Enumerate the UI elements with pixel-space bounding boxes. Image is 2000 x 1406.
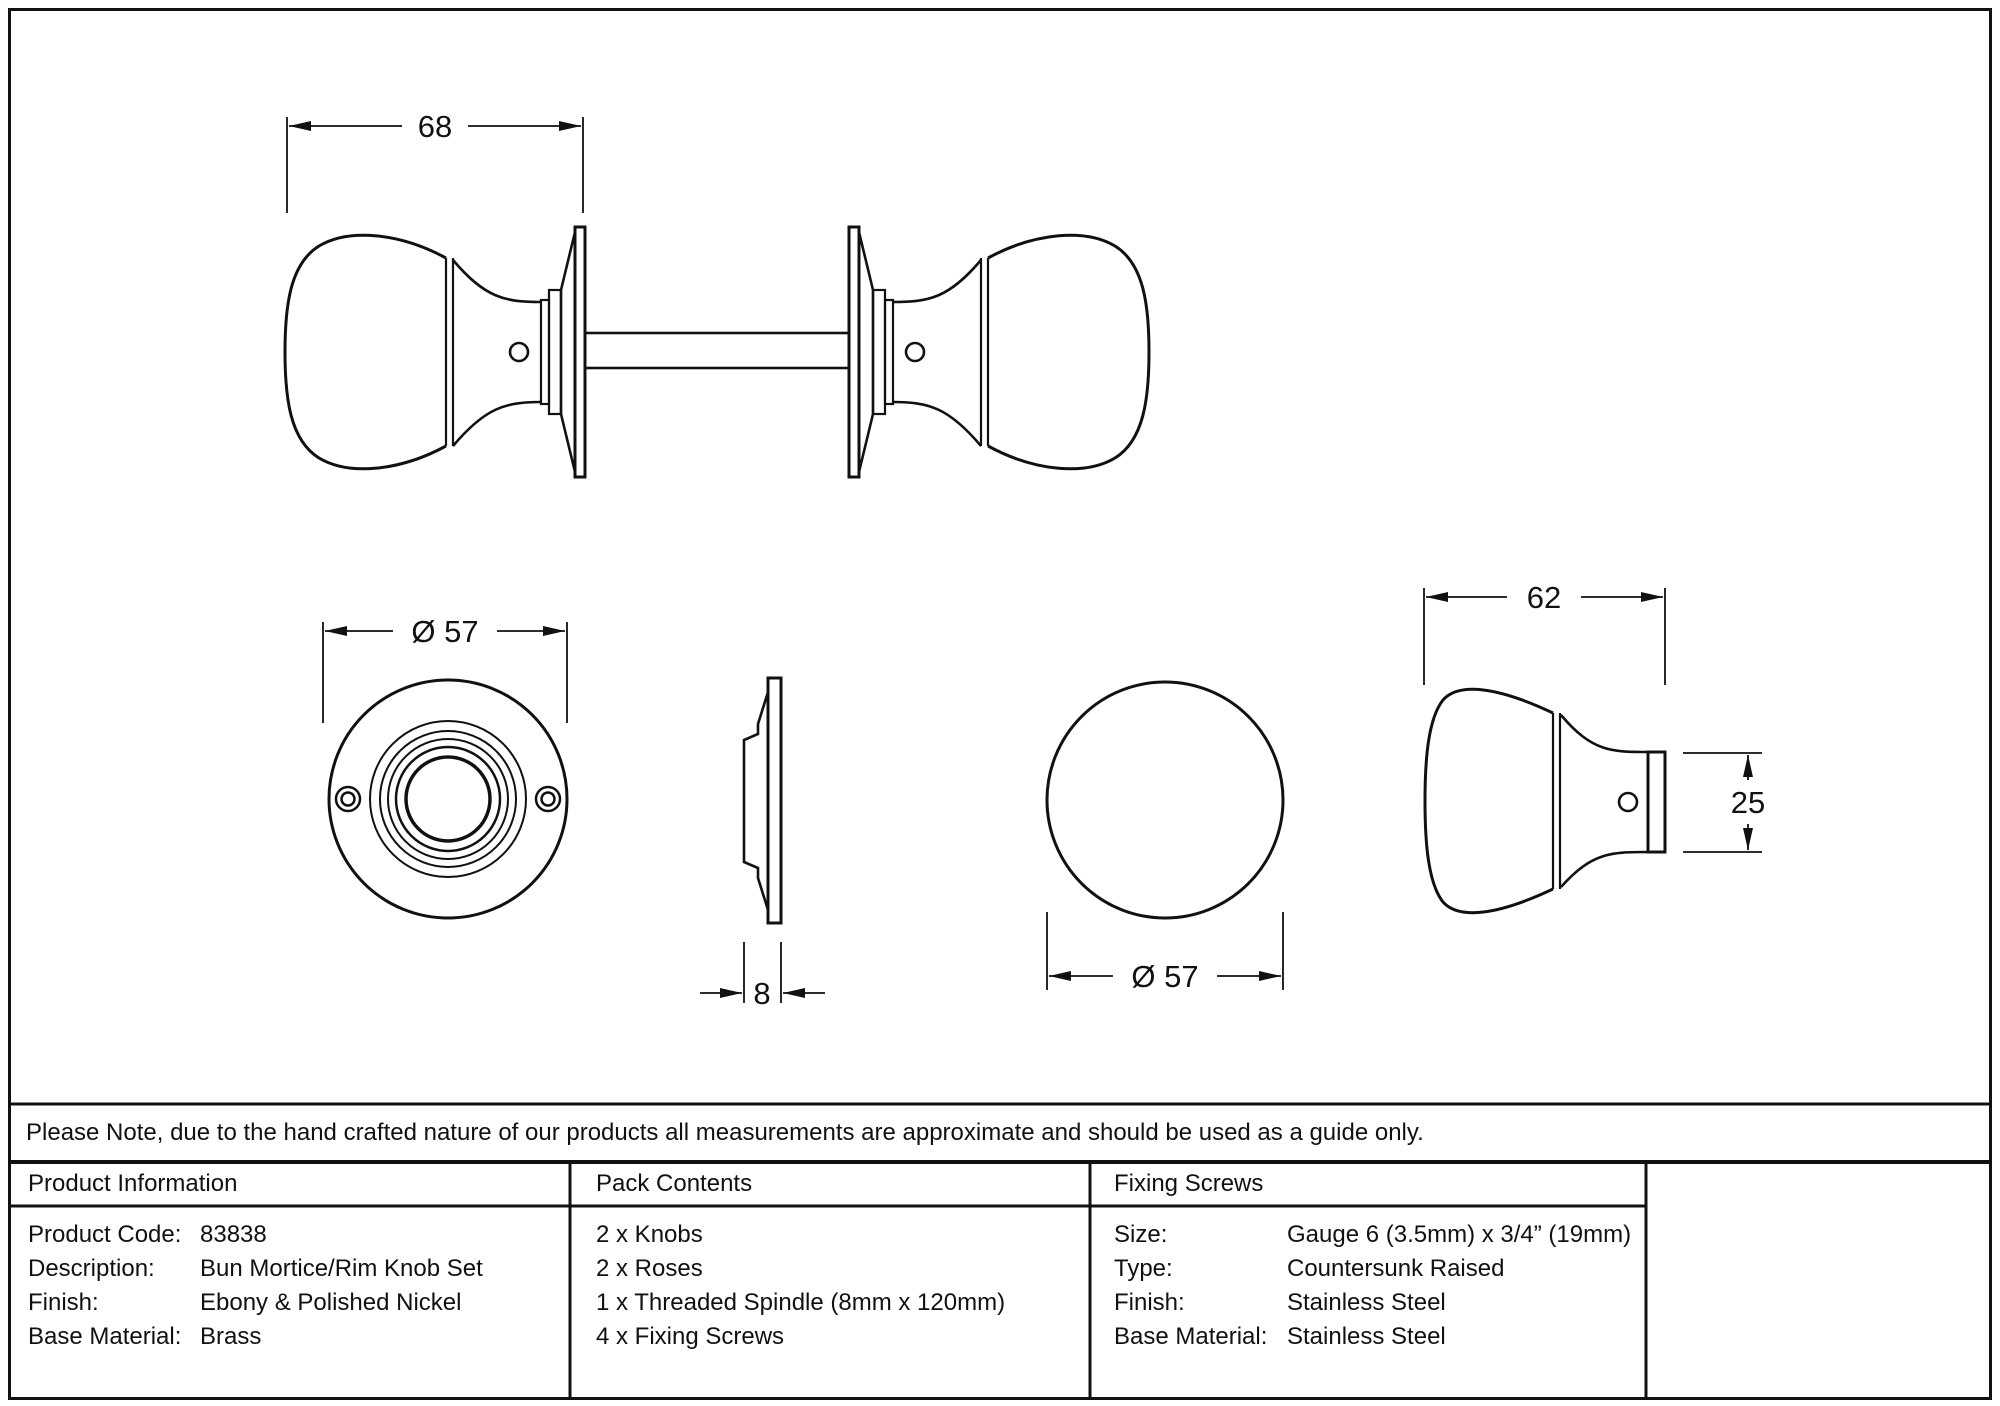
dimension-knob-projection [1423,588,1666,685]
dim-label-assembly-length: 68 [418,109,452,144]
screw-hole-left [334,785,362,813]
knob-side-profile [283,225,587,479]
screw-base-material-label: Base Material: [1114,1323,1268,1350]
dim-label-knob-projection: 62 [1527,580,1561,615]
dim-label-rose-depth: 8 [753,976,770,1011]
header-fixing-screws: Fixing Screws [1114,1170,1264,1197]
dimension-rose-diameter [322,622,568,723]
pack-item-screws: 4 x Fixing Screws [596,1323,785,1350]
rose-side-view [700,676,825,1003]
screw-hole-right [534,785,562,813]
pack-item-spindle: 1 x Threaded Spindle (8mm x 120mm) [596,1289,1006,1316]
product-code-value: 83838 [200,1221,267,1248]
dim-label-knob-diameter: Ø 57 [1131,959,1198,994]
spindle [583,331,851,370]
dimension-rose-depth [700,942,825,1003]
dimension-knob-collar [1683,752,1762,853]
header-product-information: Product Information [28,1170,238,1197]
dimension-knob-diameter [1046,912,1284,990]
assembly-drawing [283,117,1151,479]
screw-type-value: Countersunk Raised [1287,1255,1505,1282]
screw-base-material-value: Stainless Steel [1287,1323,1446,1350]
rose-front-view [322,622,569,920]
page-frame [8,8,1992,1400]
screw-size-label: Size: [1114,1221,1168,1248]
knob-side-profile-mirrored [847,225,1151,479]
pack-item-roses: 2 x Roses [596,1255,703,1282]
finish-label: Finish: [28,1289,99,1316]
dimension-assembly-length [286,117,584,213]
measurement-note: Please Note, due to the hand crafted nat… [26,1119,1424,1146]
screw-finish-label: Finish: [1114,1289,1185,1316]
dim-label-rose-diameter: Ø 57 [411,614,478,649]
product-code-label: Product Code: [28,1221,182,1248]
base-material-label: Base Material: [28,1323,182,1350]
description-value: Bun Mortice/Rim Knob Set [200,1255,483,1282]
finish-value: Ebony & Polished Nickel [200,1289,462,1316]
knob-front-view [1045,680,1285,990]
screw-finish-value: Stainless Steel [1287,1289,1446,1316]
base-material-value: Brass [200,1323,262,1350]
description-label: Description: [28,1255,155,1282]
knob-side-view [1423,588,1762,915]
header-pack-contents: Pack Contents [596,1170,753,1197]
dim-label-knob-collar: 25 [1731,785,1765,820]
pack-item-knobs: 2 x Knobs [596,1221,703,1248]
screw-size-value: Gauge 6 (3.5mm) x 3/4” (19mm) [1287,1221,1632,1248]
screw-type-label: Type: [1114,1255,1173,1282]
